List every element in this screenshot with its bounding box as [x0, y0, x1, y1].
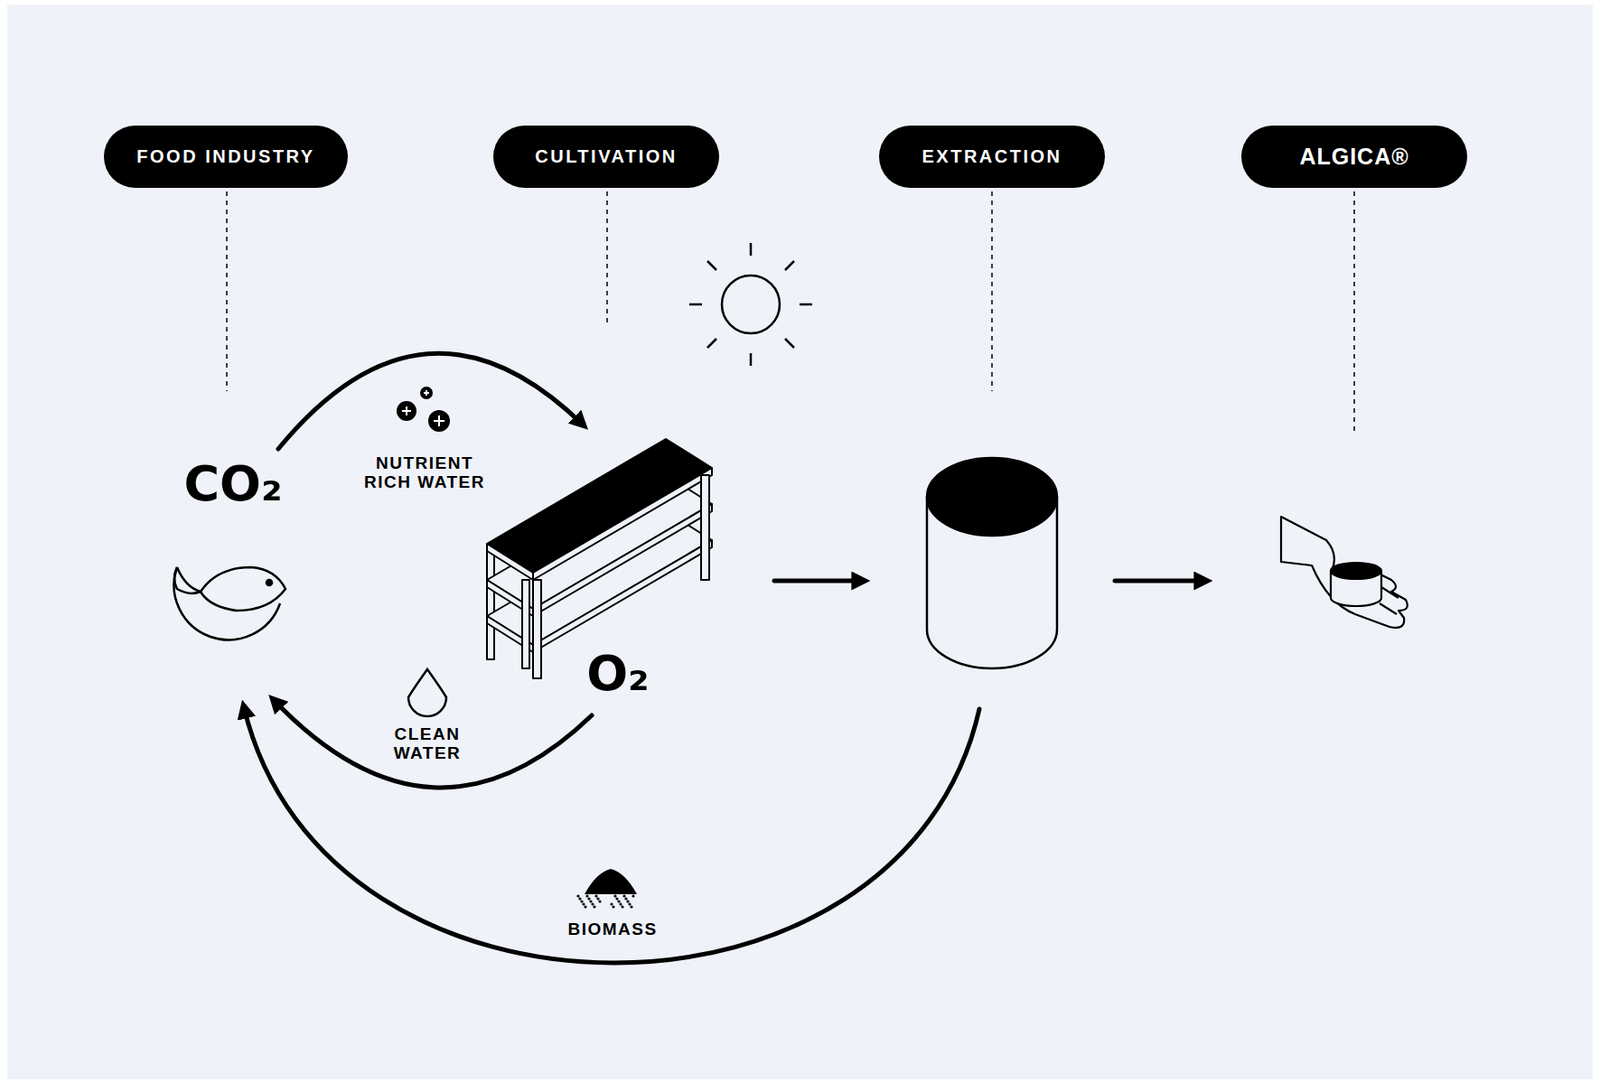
flow-label: CLEAN WATER [382, 725, 473, 764]
pill-label: FOOD INDUSTRY [136, 146, 315, 168]
rack-leg [486, 551, 495, 660]
powder-dot [618, 902, 622, 906]
rack-top-shelf [486, 439, 712, 573]
fish-body [177, 567, 286, 611]
water-drop-icon [408, 669, 447, 717]
stage-pill: ALGICA® [1241, 125, 1468, 188]
sun-ray [689, 303, 702, 307]
powder-dot [596, 897, 599, 900]
hand-outline [1281, 516, 1408, 628]
biomass-pile [576, 869, 637, 909]
powder-dot [627, 902, 631, 906]
powder-dot [583, 905, 587, 908]
powder-dot [590, 902, 594, 906]
pill-label: ALGICA® [1299, 143, 1409, 170]
powder-dot [617, 899, 620, 903]
powder-dot [624, 897, 627, 900]
stage-pill: EXTRACTION [879, 125, 1105, 188]
powder-dot [578, 897, 581, 900]
flow-label: NUTRIENT RICH WATER [356, 454, 493, 493]
pill-label: EXTRACTION [922, 146, 1063, 168]
leader-line [1353, 191, 1356, 432]
flow-arrow [278, 353, 583, 450]
powder-dot [622, 894, 626, 898]
leader-line [225, 191, 228, 392]
powder-dot [598, 899, 601, 903]
leader-line [991, 191, 993, 392]
rack-shelf-edge [486, 543, 534, 581]
powder-dots [576, 894, 635, 908]
powder-dot [592, 905, 596, 908]
powder-dot [615, 897, 618, 900]
flow-arrow [273, 700, 592, 788]
flow-label: BIOMASS [567, 920, 657, 940]
fish-icon [174, 567, 286, 640]
extraction-tank [926, 458, 1058, 669]
powder-dot [631, 894, 635, 898]
powder-dot [611, 905, 615, 908]
sun-ray [749, 353, 753, 366]
powder-dot [629, 905, 633, 908]
chemical-formula: O₂ [586, 646, 650, 701]
powder-dot [580, 899, 583, 903]
stage-pill: CULTIVATION [493, 125, 720, 188]
powder-dot [576, 894, 580, 898]
rack-leg [522, 580, 530, 669]
fish-tail [174, 567, 201, 594]
flow-arrows [243, 353, 1206, 964]
pill-label: CULTIVATION [534, 146, 677, 168]
jar-lid [1330, 562, 1382, 580]
flow-arrow [243, 707, 980, 964]
pile [584, 869, 637, 895]
sun-ray [749, 243, 753, 256]
rack-leg [701, 475, 710, 581]
sun-disc [721, 275, 780, 334]
flow-arrow [1114, 579, 1206, 584]
rack-leg [533, 580, 542, 679]
powder-dot [626, 899, 629, 903]
hand-fingers [1379, 587, 1399, 615]
powder-dot [613, 894, 617, 898]
hand-with-jar [1281, 516, 1408, 628]
powder-dot [581, 902, 585, 906]
powder-dot [594, 894, 598, 898]
sun-ray [799, 303, 813, 307]
powder-dot [585, 894, 589, 898]
fish-swirl [174, 567, 281, 640]
sun-ray [707, 338, 717, 348]
leader-line [606, 191, 609, 328]
stage-pill: FOOD INDUSTRY [103, 125, 348, 188]
sun-icon [689, 243, 813, 366]
sun-ray [785, 338, 795, 348]
powder-dot [589, 899, 592, 903]
cultivation-rack [486, 439, 712, 679]
plus-sign [402, 390, 445, 427]
sun-ray [785, 261, 795, 271]
leader-lines [226, 191, 1355, 432]
flow-arrow [774, 579, 863, 584]
sun-ray [707, 261, 717, 271]
nutrient-bubbles [396, 386, 450, 432]
rack-shelf-edge [533, 467, 712, 581]
tank-top [926, 458, 1058, 536]
fish-eye [266, 580, 272, 586]
powder-dot [609, 902, 613, 906]
chemical-formula: CO₂ [183, 457, 282, 511]
powder-dot [620, 905, 624, 908]
powder-dot [587, 897, 590, 900]
